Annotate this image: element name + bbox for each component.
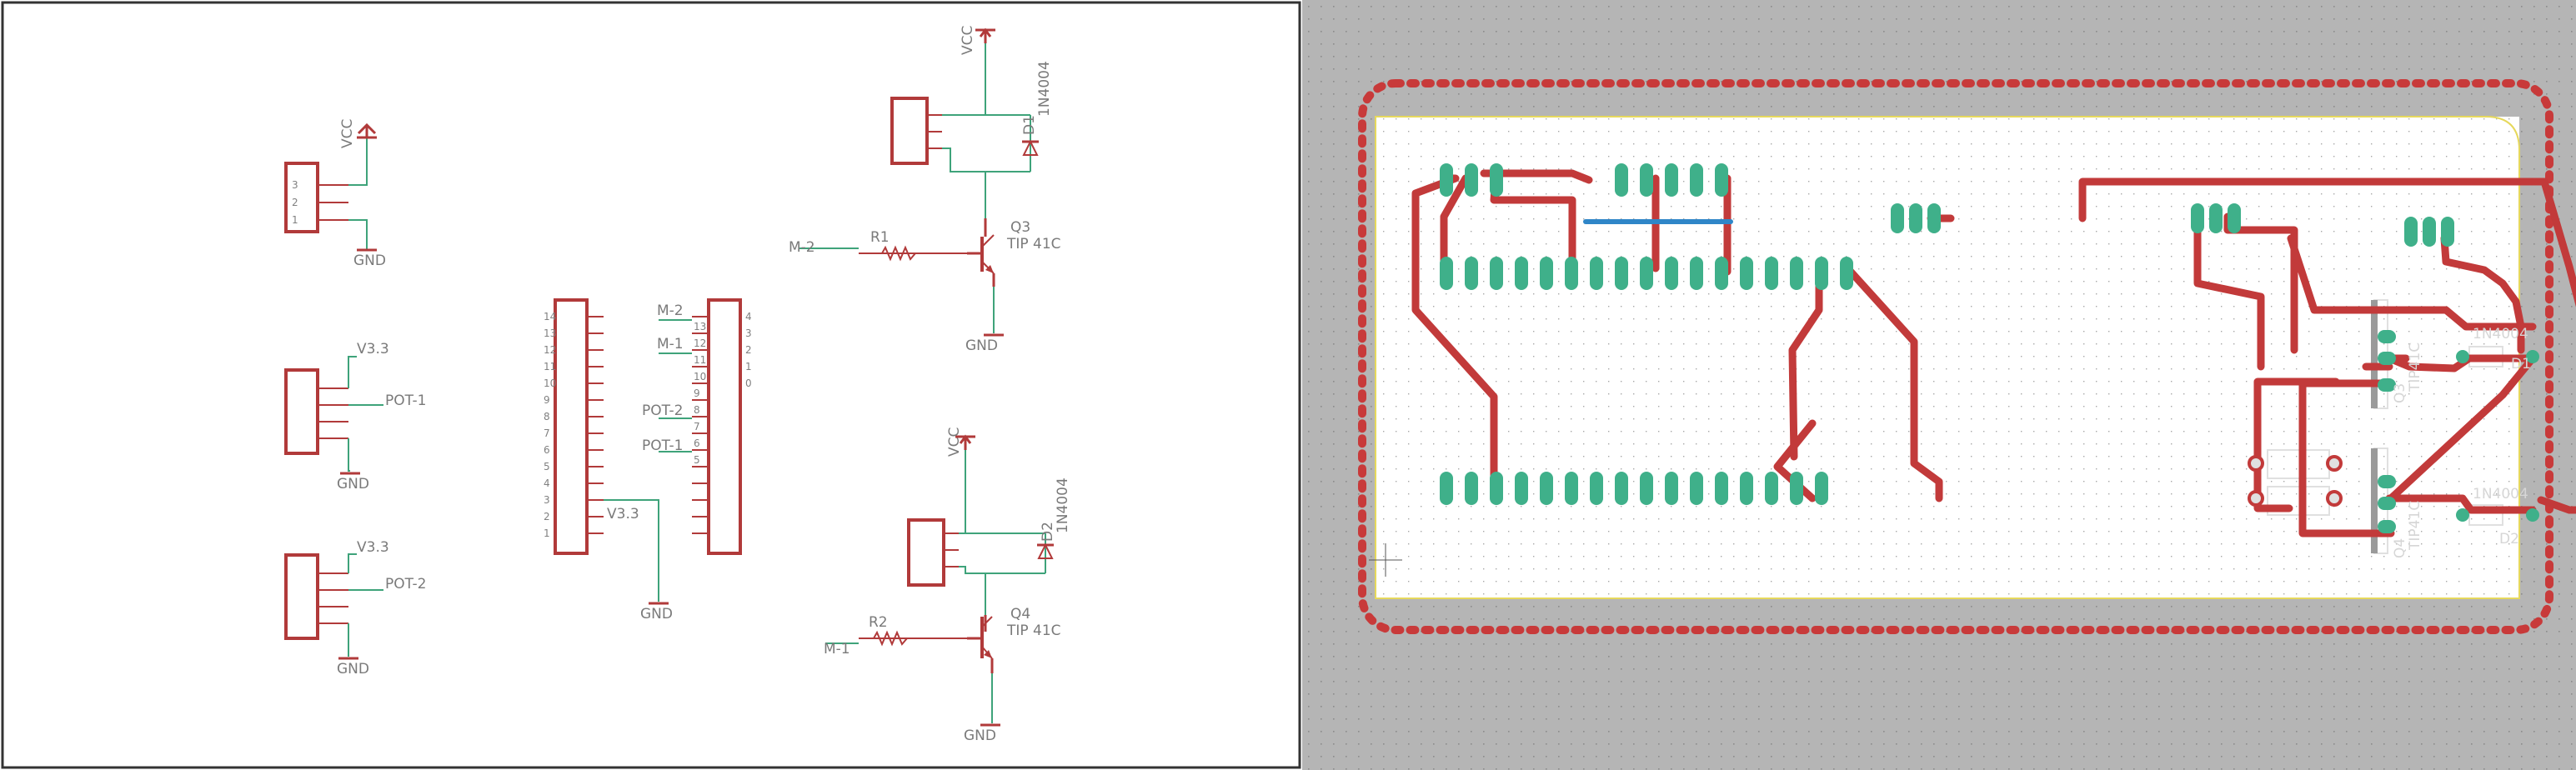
schematic-editor[interactable]: VCC GND 3 2 1 V3.3 POT-1 GND V3.3 POT-2 … — [0, 0, 1302, 770]
motor-driver-bottom[interactable] — [825, 434, 1054, 727]
pin-number: 11 — [544, 361, 556, 372]
pin-number: 3 — [745, 328, 752, 339]
net-label-pot-1: POT-1 — [385, 392, 426, 409]
transistor-pads[interactable] — [2378, 330, 2396, 533]
net-label-gnd: GND — [337, 476, 369, 492]
header-b-pin-numbers: 4 13 3 12 2 11 1 10 0 9 8 7 6 5 — [694, 311, 752, 466]
pin-number: 13 — [544, 328, 556, 339]
header-b[interactable] — [659, 298, 742, 555]
pin-number: 7 — [694, 421, 700, 432]
module-bottom-pads[interactable] — [1440, 472, 1828, 505]
connector-pot-1[interactable] — [284, 356, 383, 475]
pin-number: 0 — [745, 378, 752, 389]
net-label-vcc: VCC — [339, 119, 356, 148]
pin-number: 1 — [544, 528, 550, 539]
silk-d2-value: 1N4004 — [2473, 486, 2528, 502]
net-label-gnd: GND — [353, 252, 386, 269]
part-name-q4: Q4 — [1010, 606, 1030, 622]
silk-d2-name: D2 — [2499, 531, 2519, 548]
pin-number: 9 — [544, 394, 550, 406]
part-name-r1: R1 — [870, 229, 890, 246]
diode-pads[interactable] — [2456, 350, 2539, 522]
part-value-q4: TIP 41C — [1006, 622, 1061, 639]
module-a-pads[interactable] — [1440, 163, 1728, 197]
net-label-vcc: VCC — [960, 26, 976, 55]
motor-driver-top[interactable] — [799, 28, 1039, 337]
net-label-m-1: M-1 — [824, 641, 850, 658]
pin-number: 2 — [292, 197, 298, 208]
schematic-frame — [1, 1, 1301, 769]
connector-pads[interactable] — [1891, 203, 2454, 247]
net-label-gnd: GND — [337, 661, 369, 678]
silk-d1-value: 1N4004 — [2473, 326, 2528, 342]
silk-q3-name: Q3 — [2392, 383, 2408, 403]
part-value-d1: 1N4004 — [1036, 61, 1053, 117]
pin-number: 6 — [544, 444, 550, 456]
pin-number: 7 — [544, 428, 550, 439]
pin-number: 14 — [544, 311, 556, 322]
part-value-d2: 1N4004 — [1055, 478, 1071, 533]
net-label-m-2: M-2 — [789, 239, 815, 256]
part-name-d1: D1 — [1021, 115, 1038, 135]
pin-number: 5 — [694, 454, 700, 466]
pin-number: 12 — [544, 344, 556, 356]
header-a-pin-numbers: 14 13 12 11 10 9 8 7 6 5 4 3 2 1 — [544, 311, 556, 539]
connector-pot-2[interactable] — [284, 553, 383, 660]
net-label-vcc: VCC — [946, 428, 963, 457]
module-row-pads[interactable] — [1440, 257, 1853, 290]
pin-number: 6 — [694, 438, 700, 449]
part-value-q3: TIP 41C — [1006, 236, 1061, 252]
pin-number: 2 — [745, 344, 752, 356]
transistor-heatsink-tabs — [2371, 300, 2378, 553]
net-label-gnd: GND — [964, 728, 996, 744]
board-editor[interactable]: 1N4004 D1 1N4004 D2 Q3 TIP41C Q4 TIP41C — [1302, 0, 2576, 770]
net-label-v33: V3.3 — [607, 506, 639, 522]
pin-number: 5 — [544, 461, 550, 472]
pin-number: 2 — [544, 511, 550, 522]
net-label-v33: V3.3 — [357, 539, 389, 556]
header-a[interactable] — [554, 298, 669, 605]
pin-number: 4 — [544, 478, 550, 489]
net-label-m-1: M-1 — [657, 336, 684, 352]
dimension-outline — [1358, 79, 2553, 634]
net-label-pot-2: POT-2 — [385, 576, 426, 592]
pin-number: 9 — [694, 388, 700, 399]
silk-q4-name: Q4 — [2392, 538, 2408, 558]
net-label-gnd: GND — [640, 606, 673, 622]
resistor-pads[interactable] — [2248, 455, 2343, 507]
pin-number: 8 — [544, 411, 550, 422]
part-name-q3: Q3 — [1010, 219, 1030, 236]
net-label-v33: V3.3 — [357, 341, 389, 358]
pin-number: 1 — [292, 214, 298, 226]
part-name-d2: D2 — [1040, 522, 1056, 542]
pin-number: 8 — [694, 404, 700, 416]
pin-number: 3 — [544, 494, 550, 506]
part-name-r2: R2 — [869, 614, 888, 631]
board-area-grid — [1376, 117, 2519, 598]
pin-number: 11 — [694, 354, 706, 366]
net-label-pot-1: POT-1 — [642, 438, 683, 454]
silk-d1-name: D1 — [2511, 356, 2531, 372]
connector-vcc-gnd[interactable] — [284, 122, 377, 252]
pin-number: 13 — [694, 321, 706, 332]
pin-number: 10 — [694, 371, 706, 382]
net-label-pot-2: POT-2 — [642, 402, 683, 419]
net-label-m-2: M-2 — [657, 302, 684, 319]
origin-marker — [1369, 543, 1402, 577]
net-label-gnd: GND — [965, 338, 998, 354]
pin-number: 3 — [292, 179, 298, 191]
pin-number: 12 — [694, 338, 706, 349]
pin-number: 4 — [745, 311, 752, 322]
pin-number: 1 — [745, 361, 752, 372]
silk-q3-value: TIP41C — [2407, 342, 2423, 392]
silk-q4-value: TIP41C — [2407, 501, 2423, 551]
pin-number: 10 — [544, 378, 556, 389]
